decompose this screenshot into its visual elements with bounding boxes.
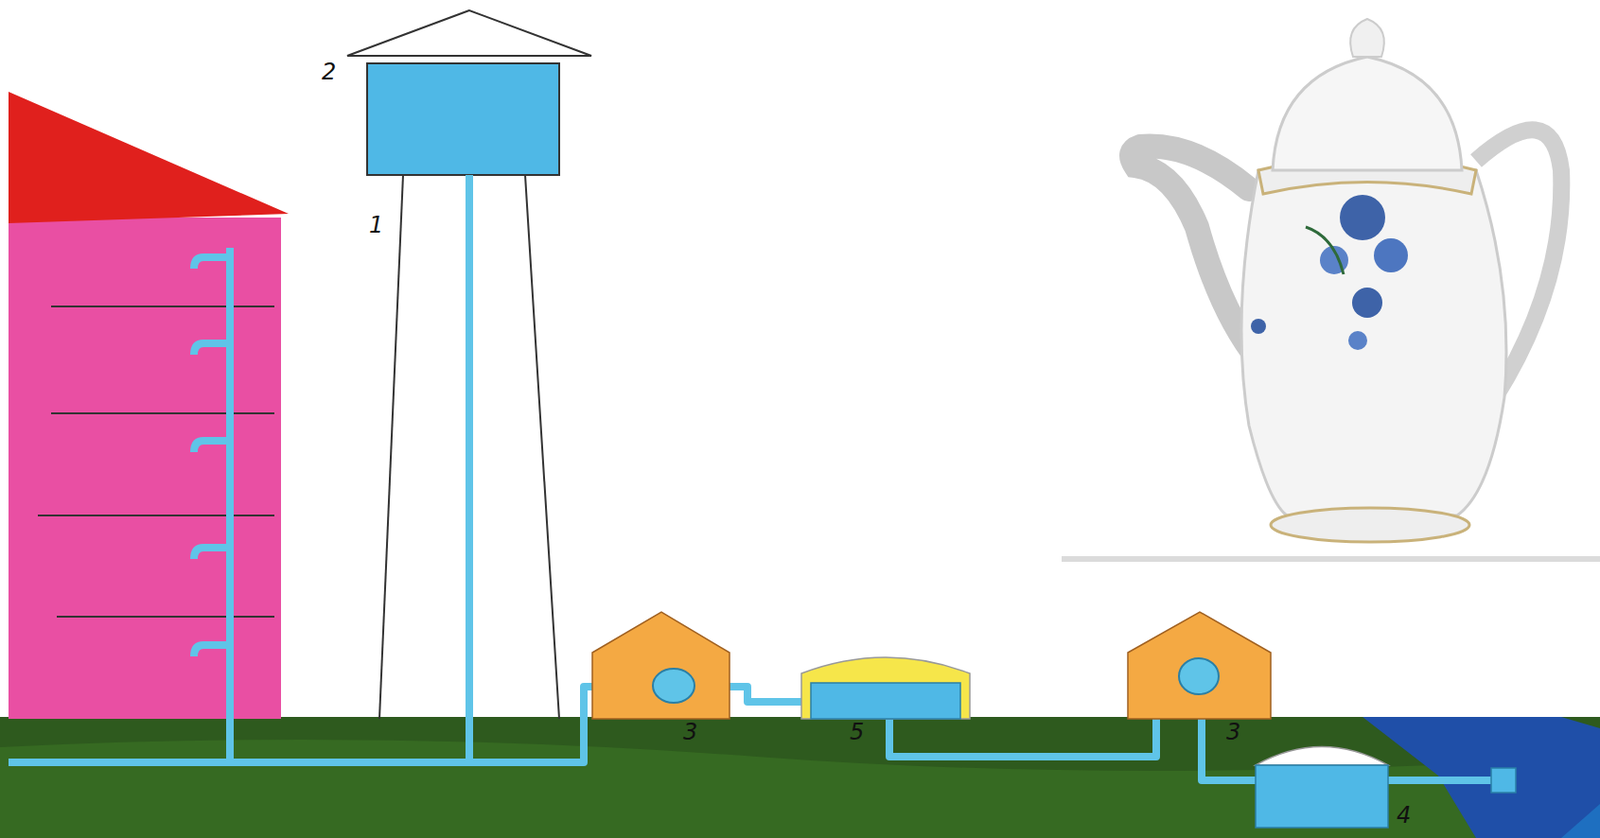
water-intake (1491, 768, 1516, 793)
tower-leg (525, 175, 560, 720)
floor-line (51, 412, 275, 415)
callout-number: 3 (1226, 720, 1241, 744)
callout-number: 4 (1396, 804, 1411, 827)
ground-shade (0, 739, 1600, 838)
building (8, 217, 282, 720)
reservoir-tank (810, 683, 961, 720)
reservoir-cover (801, 657, 970, 720)
floor-line (56, 615, 275, 618)
corner-decoration (1561, 804, 1600, 838)
photo-frame (1055, 12, 1600, 557)
building-roof (8, 91, 289, 224)
callout-number: 3 (683, 720, 698, 744)
floor-line (51, 305, 275, 308)
tank-cover (1255, 747, 1389, 767)
pump (652, 668, 695, 704)
tower-leg (379, 175, 404, 720)
floor-line (37, 514, 275, 517)
callout-number: 5 (849, 720, 864, 744)
ground (0, 717, 1600, 838)
teapot (1131, 18, 1562, 543)
river (1362, 717, 1600, 838)
settling-tank (1255, 765, 1389, 828)
callout-number: 1 (369, 213, 384, 237)
pump (1178, 658, 1219, 695)
tower-tank (367, 63, 560, 176)
tower-roof (347, 10, 592, 56)
callout-number: 2 (321, 60, 336, 84)
pump-house (592, 612, 730, 720)
pump-house (1127, 612, 1271, 720)
riser-pipe (193, 247, 230, 763)
